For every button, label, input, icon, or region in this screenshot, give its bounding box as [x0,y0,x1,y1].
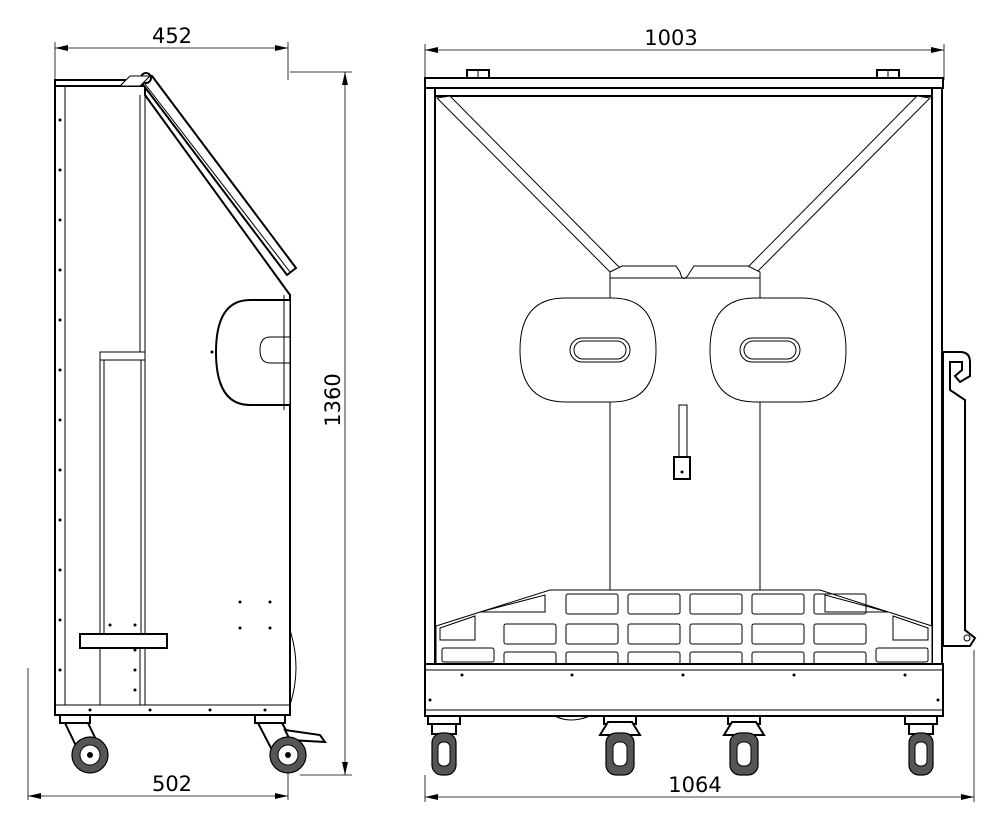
dimension-front-top: 1003 [424,26,945,80]
front-bottom-tray [435,589,933,665]
dimension-label-1003: 1003 [644,26,697,50]
dimension-label-502: 502 [152,772,192,796]
front-top-rim [424,77,944,89]
front-caster-2 [598,715,642,776]
side-caster-left [59,714,109,774]
side-screws [58,118,272,712]
side-caster-right [254,714,328,774]
front-caster-3 [722,715,766,776]
side-holder-hoop [214,299,290,406]
front-latch [673,404,691,480]
dimension-front-bottom: 1064 [424,650,975,802]
side-foot-bracket [79,633,168,649]
side-vertical-channel [99,351,146,635]
front-view [424,69,977,776]
dimension-side-top: 452 [54,24,289,80]
hopper-diagonal-right [743,95,932,273]
front-caster-4 [904,715,938,776]
dimension-height: 1360 [290,71,352,776]
side-view [54,72,328,774]
front-base [424,663,944,717]
front-holder-left [519,297,657,403]
dimension-label-452: 452 [152,24,192,48]
dimension-label-1360: 1360 [321,373,345,426]
front-post-left [424,87,436,669]
hopper-diagonal-left [435,95,624,273]
front-caster-1 [427,715,461,776]
front-side-hook [942,351,977,647]
front-post-right [931,87,943,669]
dimension-label-1064: 1064 [668,773,721,797]
front-holder-right [709,297,847,403]
